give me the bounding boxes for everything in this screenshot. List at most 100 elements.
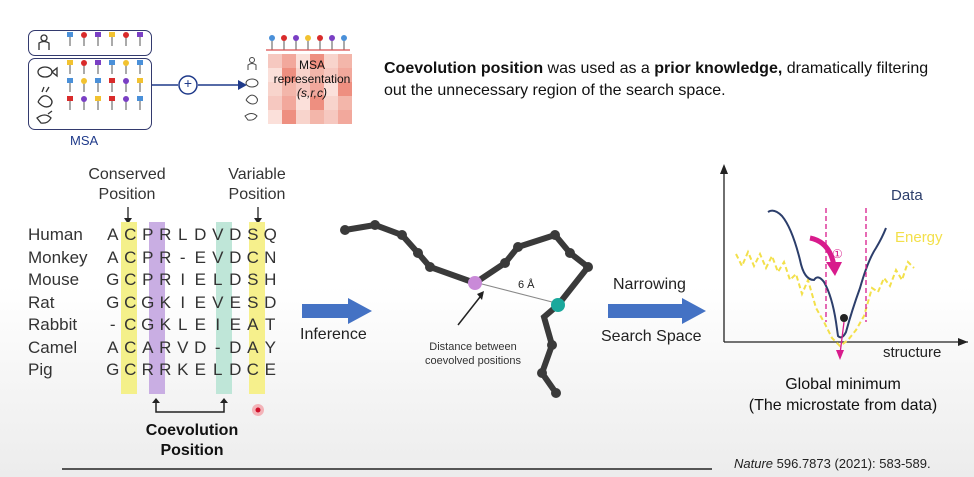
residue-cell: S [247,270,259,290]
msa-animal-rows-box [28,58,152,130]
residue-cell: D [229,360,242,380]
representation-cell [296,82,310,96]
residue-cell: I [180,292,186,312]
residue-pin-icon [137,32,143,37]
representation-cell [338,110,352,124]
representation-cell [324,96,338,110]
representation-cell [310,110,324,124]
species-name: Mouse [28,270,80,290]
representation-cell [324,82,338,96]
representation-pin-icon [341,35,347,41]
residue-pin-icon [81,78,87,84]
msa-representation-block [244,35,352,124]
residue-cell: C [124,315,137,335]
residue-pin-icon [67,60,73,65]
residue-cell: R [159,247,172,267]
residue-cell: R [159,337,172,357]
residue-cell: D [194,225,207,245]
representation-cell [268,54,282,68]
residue-cell: D [264,292,277,312]
residue-cell: D [229,225,242,245]
residue-cell: E [194,247,206,267]
coevolution-line2: Position [160,442,224,459]
headline-part3: prior knowledge, [654,60,783,77]
residue-cell: G [106,292,120,312]
representation-cell [282,110,296,124]
representation-cell [324,54,338,68]
narrowing-label-bottom: Search Space [601,328,702,345]
residue-cell: E [194,270,206,290]
residue-cell: P [142,247,154,267]
residue-cell: I [180,270,186,290]
conserved-position-label: Conserved Position [72,165,182,205]
residue-cell: R [159,360,172,380]
residue-pin-icon [137,60,143,65]
residue-cell: C [246,247,259,267]
coevolved-column-a-highlight [149,222,165,394]
residue-cell: V [212,225,224,245]
residue-pin-icon [67,78,73,83]
molecule-diagram [340,220,593,398]
representation-pin-icon [293,35,299,41]
residue-cell: V [212,292,224,312]
representation-cell [268,68,282,82]
representation-pin-icon [317,35,323,41]
msa-representation-text: MSA representation (s,r,c) [268,58,356,100]
rabbit-icon [37,86,53,108]
residue-cell: R [159,225,172,245]
residue-cell: L [178,315,188,335]
bottom-divider [62,468,712,470]
minimum-line2: (The microstate from data) [748,397,938,414]
reference-details: 596.7873 (2021): 583-589. [773,456,931,471]
representation-line1: MSA [298,58,325,72]
coevolution-position-label: Coevolution Position [128,421,256,461]
residue-cell: A [247,315,259,335]
representation-pin-icon [281,35,287,41]
data-curve-label: Data [891,187,923,204]
residue-pin-icon [137,78,143,83]
residue-cell: D [229,270,242,290]
residue-cell: E [194,360,206,380]
representation-cell [310,82,324,96]
residue-cell: - [179,247,186,267]
data-curve [767,209,887,339]
caption-line1: Distance between [429,341,517,353]
residue-cell: C [124,247,137,267]
coevolved-column-b-highlight [216,222,232,394]
residue-pin-icon [81,32,87,38]
record-dot-icon [252,404,264,416]
residue-cell: E [194,315,206,335]
person-icon [38,34,50,50]
species-name: Pig [28,360,53,380]
headline-part1: Coevolution position [384,60,544,77]
representation-cell [338,54,352,68]
representation-cell [338,68,352,82]
residue-pin-icon [81,60,87,66]
residue-cell: L [213,270,223,290]
residue-cell: G [106,270,120,290]
residue-cell: Q [263,225,277,245]
residue-cell: S [247,292,259,312]
residue-pin-icon [123,32,129,38]
narrowing-label-top: Narrowing [613,276,686,293]
x-axis-label: structure [883,344,942,361]
representation-cell [282,54,296,68]
representation-cell [282,82,296,96]
residue-cell: S [247,225,259,245]
representation-cell [268,96,282,110]
distance-label: 6 Å [518,279,535,291]
representation-line2: representation [273,72,351,86]
headline-part4: dramatically filtering out the unnecessa… [384,60,929,99]
residue-cell: K [159,292,171,312]
representation-cell [310,54,324,68]
residue-cell: D [229,337,242,357]
plus-symbol: + [183,75,193,91]
representation-cell [296,54,310,68]
residue-cell: A [107,247,119,267]
